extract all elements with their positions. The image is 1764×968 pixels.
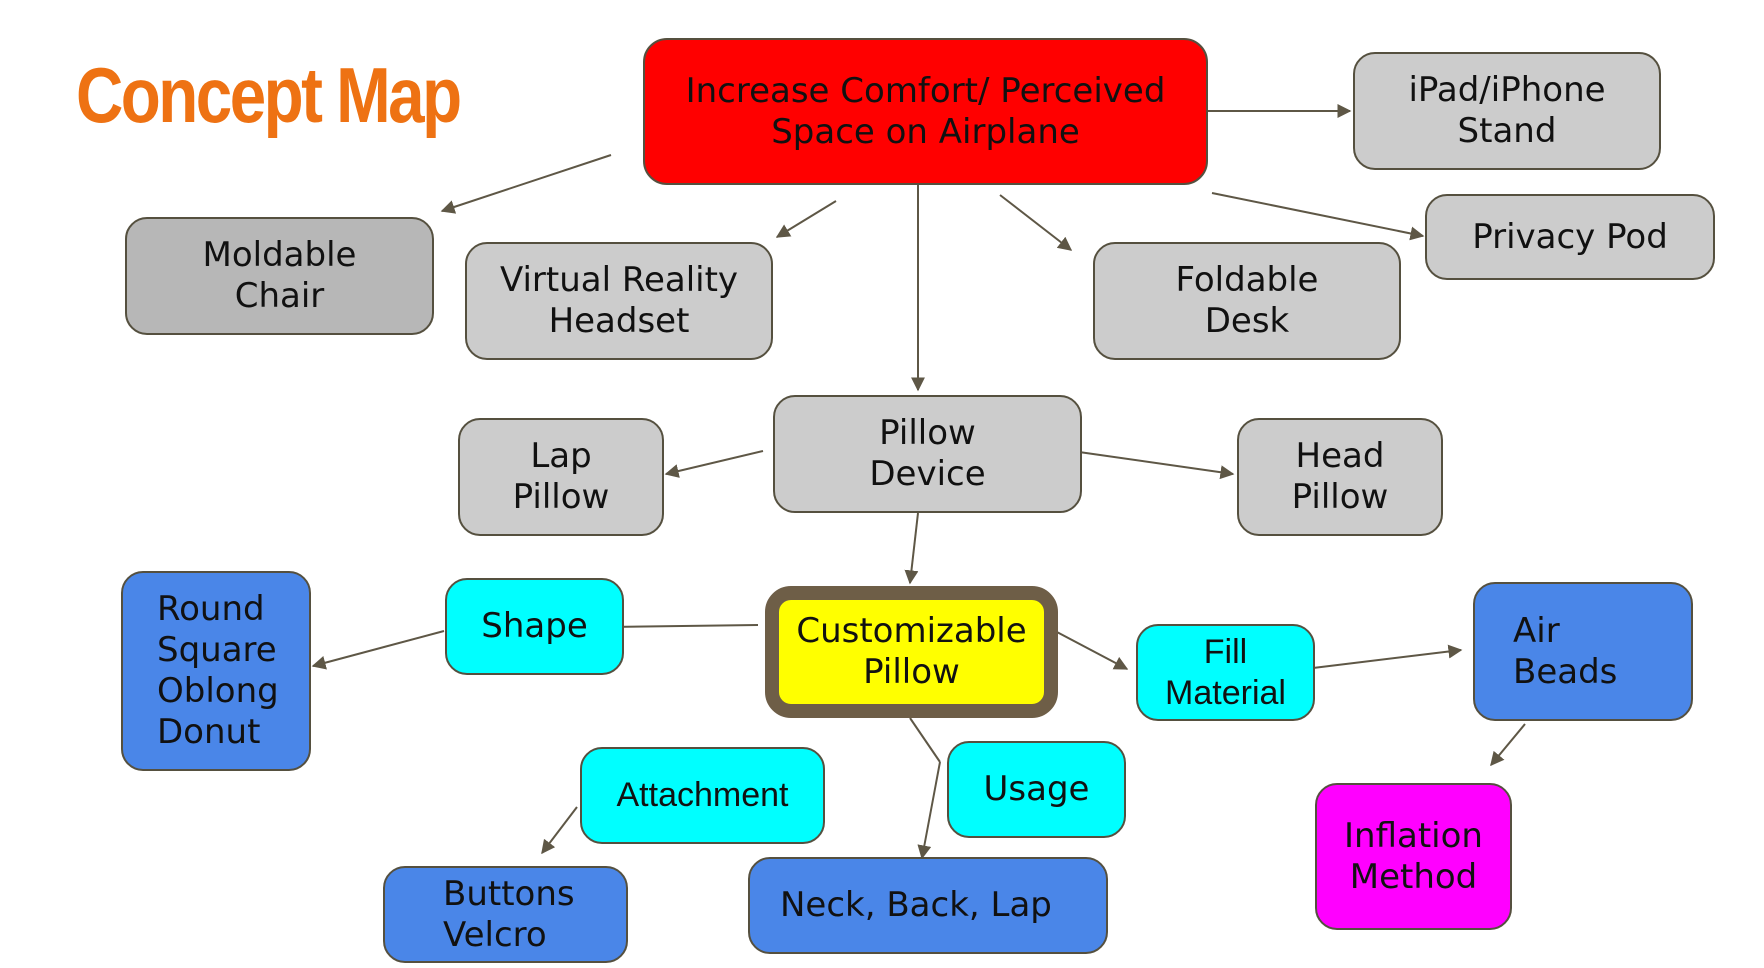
node-label-line: Customizable xyxy=(796,611,1027,651)
node-label-line: Round xyxy=(157,589,265,629)
node-label-line: Stand xyxy=(1457,111,1557,151)
node-usage: Usage xyxy=(947,741,1126,838)
node-label-line: Buttons xyxy=(443,873,575,914)
node-label-line: Donut xyxy=(157,712,261,752)
edge-root-to-desk xyxy=(999,194,1073,251)
node-label-line: Shape xyxy=(481,606,588,646)
node-neck-back-lap: Neck, Back, Lap xyxy=(748,857,1108,954)
edge-custom-to-usage xyxy=(909,717,941,763)
node-shape: Shape xyxy=(445,578,624,675)
node-label-line: Lap xyxy=(530,436,592,476)
node-label-line: Material xyxy=(1165,673,1286,712)
node-label-line: Air xyxy=(1513,610,1560,651)
node-label-line: Desk xyxy=(1204,301,1290,341)
node-label-line: Oblong xyxy=(157,671,279,711)
edge-custom-to-shape xyxy=(605,619,759,634)
node-label-line: Square xyxy=(157,630,277,670)
node-attachment: Attachment xyxy=(580,747,825,844)
node-label-line: Foldable xyxy=(1175,260,1319,300)
node-privacy-pod: Privacy Pod xyxy=(1425,194,1715,280)
page-title: Concept Map xyxy=(76,51,462,139)
node-label-line: Head xyxy=(1295,436,1385,476)
node-label-line: Moldable xyxy=(202,235,357,275)
edge-air-to-inflation xyxy=(1490,723,1526,767)
edge-custom-to-fill xyxy=(1054,630,1129,670)
edge-root-to-vr xyxy=(775,200,837,238)
node-label-line: Inflation xyxy=(1344,815,1483,856)
node-label-line: Headset xyxy=(548,301,690,341)
node-label-line: Pillow xyxy=(512,477,610,517)
node-label-line: Virtual Reality xyxy=(499,260,739,300)
edge-root-to-privacy xyxy=(1211,192,1425,241)
node-label-line: Beads xyxy=(1513,651,1618,692)
node-label-line: Usage xyxy=(983,769,1090,809)
edge-usage-to-neck xyxy=(917,761,941,860)
node-label-line: Increase Comfort/ Perceived xyxy=(685,70,1166,111)
edge-pillow-device-to-lap xyxy=(664,450,764,478)
edge-fill-to-air xyxy=(1312,644,1463,669)
edge-attachment-to-buttons xyxy=(541,806,578,855)
node-label-line: iPad/iPhone xyxy=(1408,70,1606,110)
node-label-line: Neck, Back, Lap xyxy=(780,885,1052,925)
node-label-line: Attachment xyxy=(616,776,789,814)
node-label-line: Pillow xyxy=(863,652,960,692)
node-label-line: Velcro xyxy=(443,914,547,955)
node-label-line: Chair xyxy=(234,276,325,316)
node-label-line: Pillow xyxy=(879,413,976,453)
edge-pillow-device-to-head xyxy=(1071,450,1235,480)
node-label-line: Pillow xyxy=(1291,477,1389,517)
edge-pillow-device-to-custom xyxy=(904,512,919,585)
node-label-line: Privacy Pod xyxy=(1472,216,1668,257)
node-label-line: Device xyxy=(869,454,986,494)
edge-root-to-chair xyxy=(440,154,612,214)
edge-shape-to-list xyxy=(311,630,445,670)
node-label-line: Fill xyxy=(1203,632,1248,671)
node-label-line: Method xyxy=(1349,856,1478,897)
node-label-line: Space on Airplane xyxy=(771,111,1080,152)
